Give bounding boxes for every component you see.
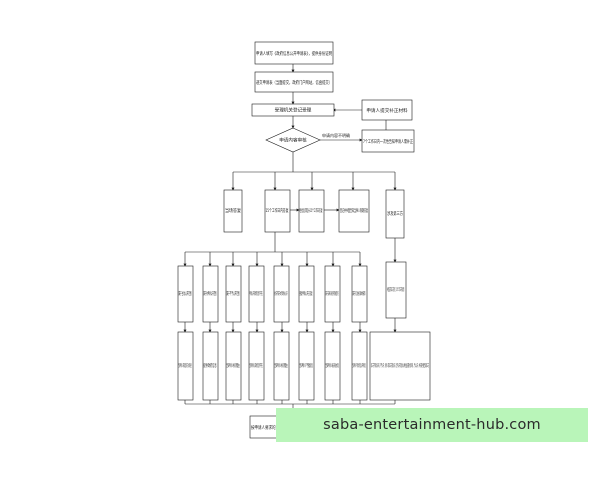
flow-connectors [183,64,397,417]
svg-text:属于依申请公开范围: 属于依申请公开范围 [204,290,217,297]
node-cat-not-scope: 属于依申请公开范围 [202,265,219,323]
svg-text:告知申请人并说明理由: 告知申请人并说明理由 [275,362,288,369]
edge-label-incomplete: 申请内容不明确 [322,132,350,138]
svg-text:15个工作日内答复: 15个工作日内答复 [266,207,289,214]
svg-text:告知申请人不予重复处理: 告知申请人不予重复处理 [300,362,313,369]
node-res-repeat: 告知申请人不予重复处理 [298,331,315,401]
svg-text:登记并书面告知当事人限期答复: 登记并书面告知当事人限期答复 [340,207,368,214]
svg-text:属于不予公开范围: 属于不予公开范围 [227,290,240,297]
svg-text:告知申请人按法规办理: 告知申请人按法规办理 [326,362,339,369]
node-cat-other-law: 属于法律法规另有规定的 [324,265,341,323]
node-cat-repeat: 重复申请公开已答复 [298,265,315,323]
svg-text:申请内容审核: 申请内容审核 [279,137,307,144]
svg-text:依法不属于本行政机关公开: 依法不属于本行政机关公开 [275,290,288,297]
node-res-process: 告知申请人不作为政府信息公开申请处理 [351,331,368,401]
svg-text:告知申请人获取信息的方式和途径: 告知申请人获取信息的方式和途径 [179,362,192,369]
node-res-not-exist: 告知申请人该政府信息不存在 [248,331,265,401]
svg-text:涉及第三方: 涉及第三方 [387,210,403,217]
watermark-banner: saba-entertainment-hub.com [276,408,588,442]
svg-text:告知申请人该政府信息不存在: 告知申请人该政府信息不存在 [250,362,263,369]
svg-text:属于信访投诉举报等: 属于信访投诉举报等 [353,290,366,297]
node-res-not-public: 告知申请人并说明理由 [225,331,242,401]
svg-text:申请公开的政府信息不存在: 申请公开的政府信息不存在 [250,290,263,297]
node-fifteen-days: 15个工作日内答复 [264,189,291,233]
node-res-other-law: 告知申请人按法规办理 [324,331,341,401]
node-immediate: 当场答复 [223,189,243,233]
svg-text:递交申请表（当面提交，政府门户网站，信函提交）: 递交申请表（当面提交，政府门户网站，信函提交） [256,79,332,86]
node-cat-not-exist: 申请公开的政府信息不存在 [248,265,265,323]
node-res-provide: 提供政府信息 [202,331,219,401]
node-review: 申请内容审核 [265,127,321,153]
node-supplement: 申请人提交补正材料 [361,99,413,121]
node-res-not-agency: 告知申请人并说明理由 [273,331,290,401]
node-third-party-opinion: 书面征求第三方意见（15个工作日内反馈） [385,261,407,319]
svg-text:书面征求第三方意见（15个工作日内反馈）: 书面征求第三方意见（15个工作日内反馈） [387,286,405,293]
node-register: 受理机关登记受理 [251,103,335,117]
svg-text:受理机关登记受理: 受理机关登记受理 [275,107,312,114]
svg-text:当场答复: 当场答复 [225,207,241,214]
node-extension: 经批准可延长15个工作日答复 [298,189,325,233]
svg-text:7个工作日内一次性告知申请人需补正: 7个工作日内一次性告知申请人需补正 [363,138,413,145]
svg-text:告知申请人不作为政府信息公开申请处理: 告知申请人不作为政府信息公开申请处理 [353,362,366,369]
svg-text:提供政府信息: 提供政府信息 [204,362,217,369]
svg-text:重复申请公开已答复: 重复申请公开已答复 [300,290,313,297]
svg-text:第三方不同意公开的，不予公开；权利人或第三方同意公开，但不公: 第三方不同意公开的，不予公开；权利人或第三方同意公开，但不公开可能对公共利益造成… [371,362,429,369]
svg-text:申请人填写《政府信息公开申请表》，提供身份证明: 申请人填写《政府信息公开申请表》，提供身份证明 [256,50,332,57]
node-cat-process: 属于信访投诉举报等 [351,265,368,323]
svg-text:属于法律法规另有规定的: 属于法律法规另有规定的 [326,290,339,297]
svg-text:属于主动公开范围: 属于主动公开范围 [179,290,192,297]
node-third-party-notice: 登记并书面告知当事人限期答复 [338,189,370,233]
node-cat-not-public: 属于不予公开范围 [225,265,242,323]
node-notify-correct: 7个工作日内一次性告知申请人需补正 [361,129,415,153]
svg-text:申请人提交补正材料: 申请人提交补正材料 [366,107,408,114]
node-cat-not-agency: 依法不属于本行政机关公开 [273,265,290,323]
node-submit: 递交申请表（当面提交，政府门户网站，信函提交） [254,71,334,93]
node-third-party: 涉及第三方 [385,189,405,239]
watermark-text: saba-entertainment-hub.com [323,417,541,433]
svg-text:告知申请人并说明理由: 告知申请人并说明理由 [227,362,240,369]
node-apply: 申请人填写《政府信息公开申请表》，提供身份证明 [254,41,334,65]
node-res-public: 告知申请人获取信息的方式和途径 [177,331,194,401]
node-res-third: 第三方不同意公开的，不予公开；权利人或第三方同意公开，但不公开可能对公共利益造成… [369,331,431,401]
node-cat-public: 属于主动公开范围 [177,265,194,323]
svg-text:经批准可延长15个工作日答复: 经批准可延长15个工作日答复 [300,207,323,214]
